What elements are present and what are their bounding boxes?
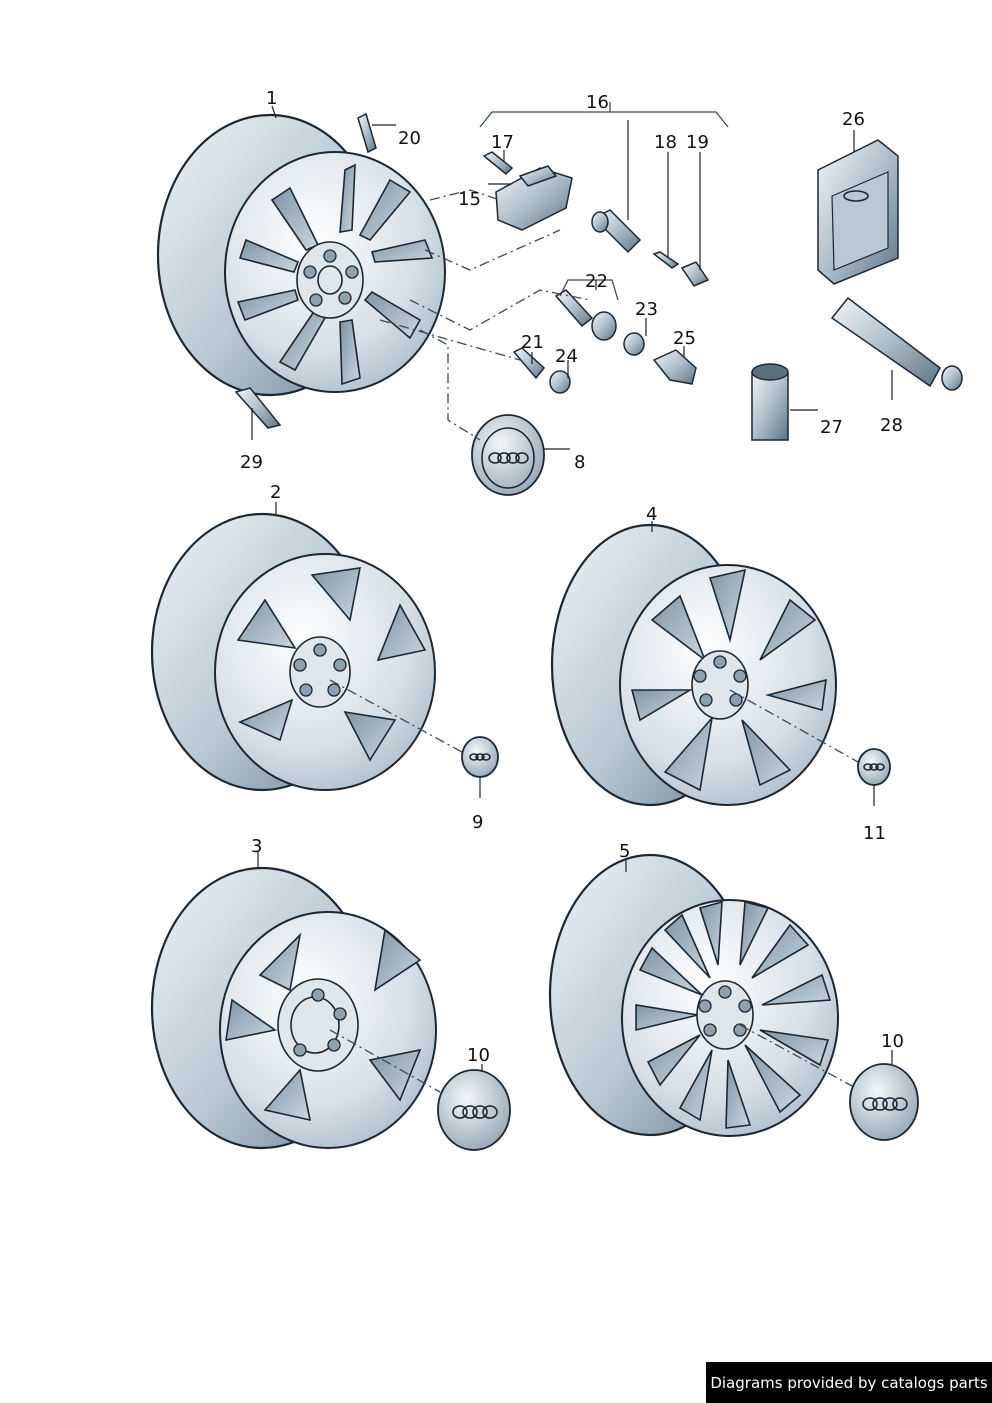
part-15-sensor	[495, 165, 573, 231]
callout-2: 2	[270, 482, 281, 503]
part-29-weight	[234, 387, 282, 429]
bracket-22	[559, 279, 619, 301]
assembly-line-10b	[739, 1024, 853, 1087]
callout-10-a: 10	[467, 1045, 490, 1066]
assembly-line-10a	[329, 1029, 441, 1093]
callout-27: 27	[820, 417, 843, 438]
callout-29: 29	[240, 452, 263, 473]
wheel-5	[548, 853, 839, 1137]
part-17-screw	[482, 151, 514, 176]
credit-banner: Diagrams provided by catalogs parts	[706, 1362, 992, 1403]
part-9-hubcap	[461, 736, 499, 778]
part-8-logo-rings	[488, 452, 529, 464]
leader-lines	[251, 105, 893, 1072]
callout-10-b: 10	[881, 1031, 904, 1052]
assembly-lines-upper	[379, 189, 591, 441]
part-11-hubcap	[857, 748, 891, 786]
wheel-1	[156, 113, 446, 397]
callout-19: 19	[686, 132, 709, 153]
callout-16: 16	[586, 92, 609, 113]
callout-28: 28	[880, 415, 903, 436]
callout-11: 11	[863, 823, 886, 844]
credit-text: Diagrams provided by catalogs parts	[710, 1373, 988, 1392]
callout-18: 18	[654, 132, 677, 153]
part-26-package	[817, 139, 899, 285]
wheel-1-spokes	[236, 163, 434, 386]
callout-4: 4	[646, 504, 657, 525]
callout-25: 25	[673, 328, 696, 349]
wheel-2	[150, 512, 436, 792]
callout-21: 21	[521, 332, 544, 353]
callout-26: 26	[842, 109, 865, 130]
wheel-3	[150, 866, 437, 1150]
callout-9: 9	[472, 812, 483, 833]
part-16-valve	[591, 209, 642, 254]
part-18-core	[652, 251, 680, 269]
bracket-16	[479, 102, 729, 128]
part-25-tool	[652, 349, 697, 385]
callout-3: 3	[251, 836, 262, 857]
part-19-cap	[680, 261, 710, 287]
callout-17: 17	[491, 132, 514, 153]
part-10-hubcap-b	[849, 1063, 919, 1141]
assembly-line-9	[329, 679, 463, 753]
callout-24: 24	[555, 346, 578, 367]
part-24-nut	[549, 370, 571, 394]
part-27-can	[751, 363, 789, 441]
callout-1: 1	[266, 88, 277, 109]
assembly-line-11	[729, 689, 859, 763]
part-20-valve	[357, 112, 377, 154]
callout-20: 20	[398, 128, 421, 149]
part-22-bolt	[554, 289, 594, 328]
callout-22: 22	[585, 271, 608, 292]
part-10-hubcap-a	[437, 1069, 511, 1151]
callout-23: 23	[635, 299, 658, 320]
callout-5: 5	[619, 841, 630, 862]
wheel-4	[550, 523, 837, 807]
part-23-nut	[591, 311, 645, 356]
wheel-5-spoke-windows	[635, 900, 832, 1129]
part-28-tube	[830, 296, 963, 391]
callout-labels: 1 20 16 17 18 19 15 26 22 23 25 21 24 27…	[240, 88, 904, 1066]
part-21-screw	[512, 347, 546, 380]
callout-15: 15	[458, 189, 481, 210]
callout-8: 8	[574, 452, 585, 473]
part-8-hubcap	[471, 414, 545, 496]
